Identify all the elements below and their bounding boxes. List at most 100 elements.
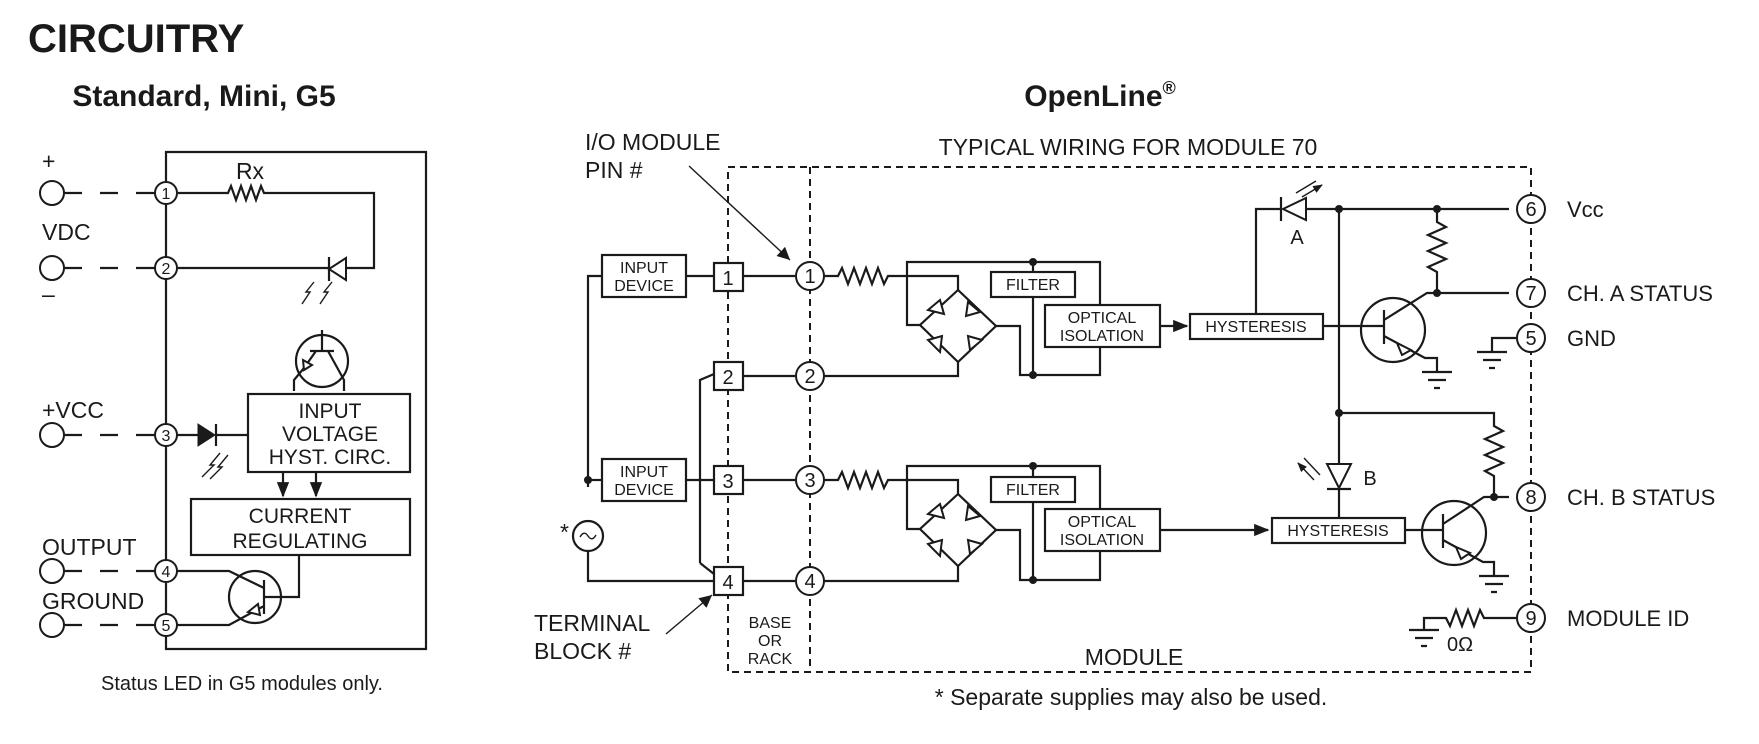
terminal-circle bbox=[39, 558, 65, 584]
junction-dot bbox=[1029, 258, 1037, 266]
input-resistor bbox=[824, 264, 960, 290]
light-ray-icon bbox=[1295, 181, 1322, 198]
resistor-value-label: 0Ω bbox=[1447, 634, 1473, 656]
pin-number: 9 bbox=[1525, 608, 1536, 630]
pin-number: 1 bbox=[162, 186, 171, 203]
right-diagram: OpenLine® TYPICAL WIRING FOR MODULE 70 I… bbox=[534, 78, 1715, 710]
pin-number: 3 bbox=[162, 428, 171, 445]
filter-label: FILTER bbox=[1006, 277, 1060, 294]
emitter-arrow bbox=[1395, 340, 1414, 357]
wire bbox=[905, 260, 1102, 377]
wire bbox=[586, 552, 716, 583]
minus-label: – bbox=[42, 281, 55, 307]
module-input-pin-1: 1 bbox=[795, 261, 825, 291]
module-pin-4: 4 bbox=[154, 559, 178, 583]
output-transistor-b-icon bbox=[1405, 495, 1509, 594]
pin-number: 6 bbox=[1525, 199, 1536, 221]
terminal-number: 2 bbox=[722, 367, 733, 389]
output-section: A B bbox=[1254, 181, 1715, 656]
base-rack-label: RACK bbox=[748, 651, 793, 668]
output-pin-9: 9 MODULE ID bbox=[1516, 603, 1689, 633]
wire bbox=[905, 276, 920, 327]
pullup-resistor-b bbox=[1339, 411, 1509, 499]
filter-label: FILTER bbox=[1006, 482, 1060, 499]
bridge-diode bbox=[964, 504, 983, 522]
transistor-leads bbox=[177, 555, 301, 627]
device-label: INPUT bbox=[620, 260, 668, 277]
ac-source-icon bbox=[571, 519, 605, 553]
light-ray-icon bbox=[201, 452, 221, 478]
transistor-leads bbox=[292, 330, 346, 391]
module-input-pin-4: 4 bbox=[795, 566, 825, 596]
input-device-2: INPUT DEVICE bbox=[600, 457, 688, 503]
transistor-leads bbox=[1323, 291, 1439, 372]
wire bbox=[824, 362, 960, 378]
led-b-icon bbox=[1325, 463, 1353, 491]
terminal-block-label-line1: TERMINAL bbox=[534, 610, 651, 636]
pin-label: Vcc bbox=[1567, 197, 1604, 222]
output-pin-7: 7 CH. A STATUS bbox=[1516, 278, 1713, 308]
bridge-diode bbox=[966, 334, 985, 352]
wire bbox=[905, 480, 920, 531]
terminal-circle bbox=[39, 180, 65, 206]
terminal-pointer-arrow bbox=[665, 594, 713, 635]
pin-circle bbox=[154, 256, 178, 280]
junction-dot bbox=[1029, 371, 1037, 379]
wire bbox=[824, 566, 960, 583]
block-line: HYST. CIRC. bbox=[269, 446, 392, 469]
optical-label: ISOLATION bbox=[1060, 532, 1144, 549]
ground-icon bbox=[1422, 370, 1452, 390]
transistor-leads bbox=[1405, 495, 1496, 576]
light-ray-icon bbox=[209, 454, 229, 480]
ground-icon bbox=[1477, 336, 1516, 370]
pin-circle bbox=[1516, 603, 1546, 633]
external-terminal-1 bbox=[39, 180, 156, 206]
bridge-diode bbox=[925, 502, 946, 520]
hysteresis-label: HYSTERESIS bbox=[1205, 319, 1306, 336]
pin-circle bbox=[1516, 278, 1546, 308]
pin-circle bbox=[1516, 194, 1546, 224]
module-label: MODULE bbox=[1085, 644, 1183, 670]
registered-mark: ® bbox=[1163, 78, 1176, 98]
led-a-label: A bbox=[1290, 227, 1304, 249]
block-line: CURRENT bbox=[249, 505, 352, 528]
bridge-rectifier-icon bbox=[918, 288, 998, 364]
input-voltage-hyst-block bbox=[246, 392, 412, 474]
output-transistor-icon bbox=[177, 555, 301, 627]
optical-isolation-block-a bbox=[1043, 303, 1162, 349]
pin-number: 8 bbox=[1525, 487, 1536, 509]
base-rack-label: BASE bbox=[749, 615, 792, 632]
page-title: CIRCUITRY bbox=[28, 17, 245, 61]
module-id-resistor bbox=[1409, 606, 1516, 648]
input-led-icon bbox=[197, 423, 216, 447]
terminal-number: 3 bbox=[722, 471, 733, 493]
output-pin-8: 8 CH. B STATUS bbox=[1516, 482, 1715, 512]
input-resistor bbox=[824, 468, 960, 494]
left-diagram: Standard, Mini, G5 + VDC – +VCC OUTPU bbox=[39, 80, 428, 695]
device-label: INPUT bbox=[620, 464, 668, 481]
terminal-square bbox=[712, 464, 745, 496]
transistor-circle bbox=[1420, 499, 1488, 567]
pin-number: 4 bbox=[804, 571, 815, 593]
pin-number: 4 bbox=[162, 564, 171, 581]
base-rack-boundary bbox=[727, 166, 1532, 673]
terminal-number: 4 bbox=[722, 572, 733, 594]
junction-dot bbox=[584, 476, 592, 484]
pin-number: 5 bbox=[1525, 328, 1536, 350]
pullup-resistor-a bbox=[1425, 209, 1509, 295]
wire bbox=[214, 424, 248, 446]
ground-icon bbox=[1479, 574, 1509, 594]
optical-label: OPTICAL bbox=[1068, 514, 1137, 531]
device-box bbox=[600, 457, 688, 503]
heading-text: OpenLine bbox=[1024, 80, 1162, 113]
pin-number: 3 bbox=[804, 470, 815, 492]
right-footnote: * Separate supplies may also be used. bbox=[935, 684, 1328, 710]
rx-resistor bbox=[178, 182, 376, 270]
junction-dot bbox=[1029, 462, 1037, 470]
device-label: DEVICE bbox=[614, 482, 674, 499]
hysteresis-label: HYSTERESIS bbox=[1287, 523, 1388, 540]
terminal-number: 1 bbox=[722, 268, 733, 290]
wire bbox=[698, 372, 715, 563]
module-input-pin-3: 3 bbox=[795, 465, 825, 495]
terminal-circle bbox=[39, 612, 65, 638]
